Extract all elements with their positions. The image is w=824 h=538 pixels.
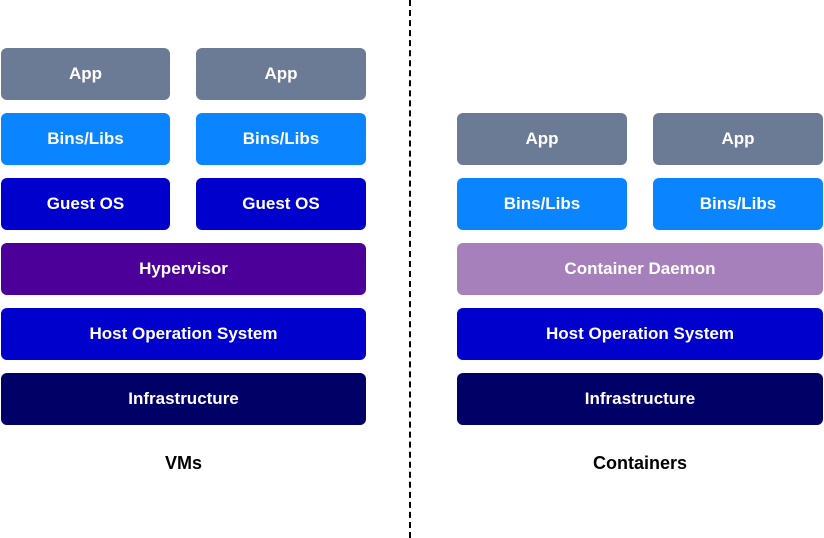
dashed-divider xyxy=(409,0,411,538)
vm-guest-os-right-block: Guest OS xyxy=(196,178,366,230)
container-infrastructure-block: Infrastructure xyxy=(457,373,823,425)
vm-guest-os-left-block: Guest OS xyxy=(1,178,170,230)
vm-app-left-block: App xyxy=(1,48,170,100)
vm-app-right-block: App xyxy=(196,48,366,100)
container-app-right-block: App xyxy=(653,113,823,165)
vms-caption: VMs xyxy=(164,453,202,473)
vm-host-os-block: Host Operation System xyxy=(1,308,366,360)
vm-bins-libs-right-block: Bins/Libs xyxy=(196,113,366,165)
containers-caption: Containers xyxy=(592,453,688,473)
vm-hypervisor-block: Hypervisor xyxy=(1,243,366,295)
container-bins-libs-right-block: Bins/Libs xyxy=(653,178,823,230)
container-host-os-block: Host Operation System xyxy=(457,308,823,360)
container-daemon-block: Container Daemon xyxy=(457,243,823,295)
container-app-left-block: App xyxy=(457,113,627,165)
container-bins-libs-left-block: Bins/Libs xyxy=(457,178,627,230)
vm-infrastructure-block: Infrastructure xyxy=(1,373,366,425)
vm-bins-libs-left-block: Bins/Libs xyxy=(1,113,170,165)
